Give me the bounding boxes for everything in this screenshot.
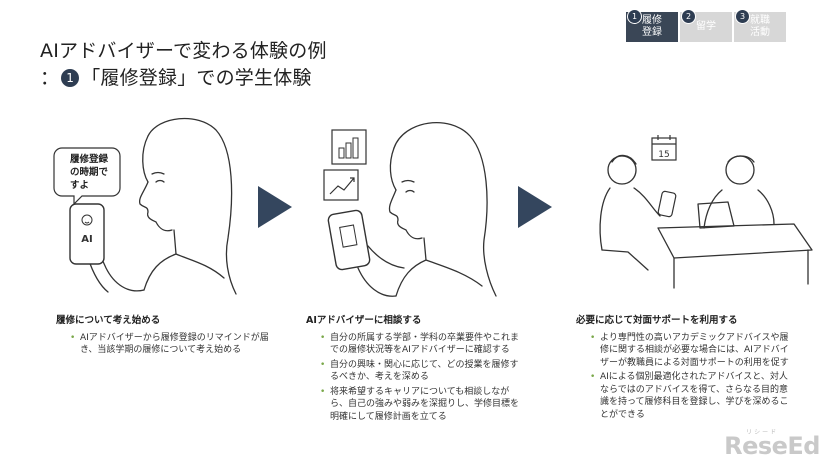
- illustration-consult: [323, 122, 497, 297]
- list-item: より専門性の高いアカデミックアドバイスや履修に関する相談が必要な場合には、AIア…: [590, 332, 794, 370]
- reseed-logo: リシード ReseEd: [724, 429, 820, 460]
- step-label: 履修 登録: [642, 15, 662, 38]
- step-number-badge: 1: [61, 69, 80, 87]
- logo-name: ReseEd: [724, 432, 820, 460]
- calendar-icon: 15: [651, 135, 677, 161]
- column-heading: AIアドバイザーに相談する: [306, 315, 422, 326]
- column-step-1: 履修について考え始める AIアドバイザーから履修登録のリマインドが届き、当該学期…: [56, 315, 274, 359]
- list-item: 将来希望するキャリアについても相談しながら、自己の強みや弱みを深掘りし、学修目標…: [320, 386, 524, 424]
- calendar-day: 15: [658, 150, 669, 160]
- bar-chart-icon: [331, 129, 367, 165]
- list-item: AIアドバイザーから履修登録のリマインドが届き、当該学期の履修について考え始める: [70, 332, 274, 357]
- column-step-3: 必要に応じて対面サポートを利用する より専門性の高いアカデミックアドバイスや履修…: [576, 315, 794, 423]
- smartphone-icon: [657, 190, 677, 218]
- page-title: AIアドバイザーで変わる体験の例 ：1「履修登録」での学生体験: [40, 38, 327, 92]
- list-item: 自分の興味・関心に応じて、どの授業を履修するべきか、考えを深める: [320, 359, 524, 384]
- step-badge: 3: [735, 9, 750, 24]
- step-badge: 2: [681, 9, 696, 24]
- step-job-hunting[interactable]: 3 就職 活動: [734, 9, 786, 42]
- flow-arrow-1: [258, 186, 292, 228]
- flow-arrow-2: [518, 186, 552, 228]
- smartphone-icon: AI: [69, 203, 105, 265]
- column-heading: 必要に応じて対面サポートを利用する: [576, 315, 738, 326]
- column-list: 自分の所属する学部・学科の卒業要件やこれまでの履修状況等をAIアドバイザーに確認…: [306, 332, 524, 424]
- step-badge: 1: [627, 9, 642, 24]
- illustration-reminder: AI 履修登録 の時期で すよ: [53, 117, 237, 295]
- step-label: 留学: [696, 21, 716, 32]
- speech-bubble: 履修登録 の時期で すよ: [53, 147, 121, 206]
- column-heading: 履修について考え始める: [56, 315, 161, 326]
- title-line-2: ：1「履修登録」での学生体験: [40, 67, 312, 89]
- bubble-text: 履修登録 の時期で すよ: [69, 153, 111, 191]
- smartphone-icon: [327, 209, 371, 271]
- step-indicator: 1 履修 登録 2 留学 3 就職 活動: [626, 9, 786, 42]
- title-line-1: AIアドバイザーで変わる体験の例: [40, 40, 327, 62]
- illustration-face-to-face: 15: [599, 135, 813, 289]
- trend-chart-icon: [323, 169, 359, 201]
- step-study-abroad[interactable]: 2 留学: [680, 9, 732, 42]
- list-item: 自分の所属する学部・学科の卒業要件やこれまでの履修状況等をAIアドバイザーに確認…: [320, 332, 524, 357]
- column-list: より専門性の高いアカデミックアドバイスや履修に関する相談が必要な場合には、AIア…: [576, 332, 794, 422]
- step-label: 就職 活動: [750, 15, 770, 38]
- step-course-registration[interactable]: 1 履修 登録: [626, 9, 678, 42]
- column-list: AIアドバイザーから履修登録のリマインドが届き、当該学期の履修について考え始める: [56, 332, 274, 357]
- column-step-2: AIアドバイザーに相談する 自分の所属する学部・学科の卒業要件やこれまでの履修状…: [306, 315, 524, 425]
- phone-ai-label: AI: [81, 234, 92, 245]
- list-item: AIによる個別最適化されたアドバイスと、対人ならではのアドバイスを得て、さらなる…: [590, 371, 794, 421]
- logo-subtitle: リシード: [746, 429, 779, 436]
